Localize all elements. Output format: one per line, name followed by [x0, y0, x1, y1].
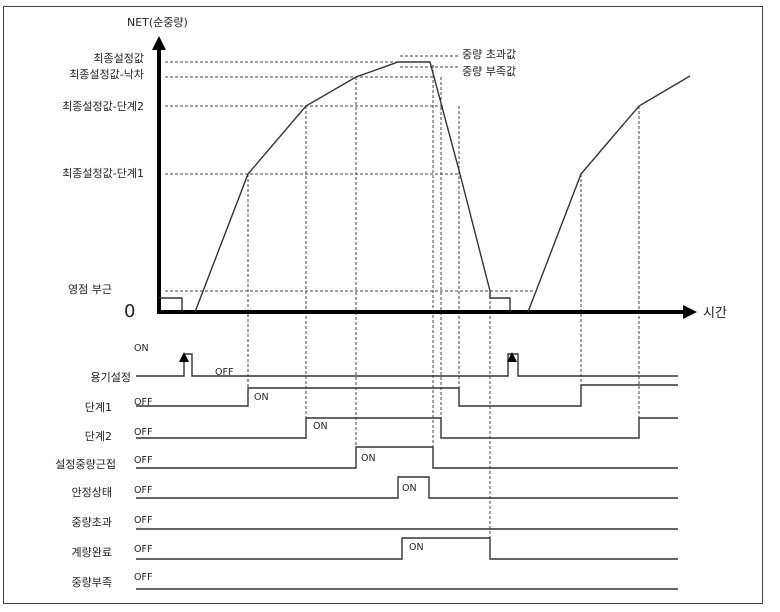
level-final-minus-fall: 최종설정값-낙차: [69, 68, 144, 81]
signal-label-on: ON: [134, 343, 149, 354]
container-off-label: OFF: [215, 367, 233, 378]
diagram-frame: [3, 6, 763, 604]
stable-on-label: ON: [402, 483, 417, 494]
level-final-setpoint: 최종설정값: [93, 52, 144, 65]
signal-label-underweight: 중량부족: [72, 576, 112, 589]
signal-label-complete: 계량완료: [72, 546, 112, 559]
stage1-off-label: OFF: [134, 397, 152, 408]
signal-label-stage1: 단계1: [85, 401, 112, 414]
x-axis-label: 시간: [703, 306, 727, 321]
signal-label-stable: 안정상태: [72, 486, 112, 499]
y-axis-label: NET(순중량): [127, 16, 188, 29]
signal-label-overweight: 중량초과: [72, 516, 112, 529]
stage2-on-label: ON: [313, 421, 328, 432]
signal-label-near-setpoint: 설정중량근접: [55, 458, 116, 471]
over-value-label: 중량 초과값: [462, 48, 516, 61]
complete-on-label: ON: [409, 542, 424, 553]
complete-off-label: OFF: [134, 544, 152, 555]
level-final-minus-stage2: 최종설정값-단계2: [62, 100, 144, 113]
near-off-label: OFF: [134, 455, 152, 466]
level-final-minus-stage1: 최종설정값-단계1: [62, 167, 144, 180]
signal-label-stage2: 단계2: [85, 430, 112, 443]
near-on-label: ON: [361, 453, 376, 464]
under-value-label: 중량 부족값: [462, 65, 516, 78]
stage1-on-label: ON: [254, 392, 269, 403]
stable-off-label: OFF: [134, 485, 152, 496]
signal-label-container: 용기설정: [91, 371, 131, 384]
origin-label: 0: [124, 301, 135, 322]
stage2-off-label: OFF: [134, 427, 152, 438]
level-near-zero: 영점 부근: [68, 283, 112, 296]
overweight-off-label: OFF: [134, 515, 152, 526]
underweight-off-label: OFF: [134, 572, 152, 583]
